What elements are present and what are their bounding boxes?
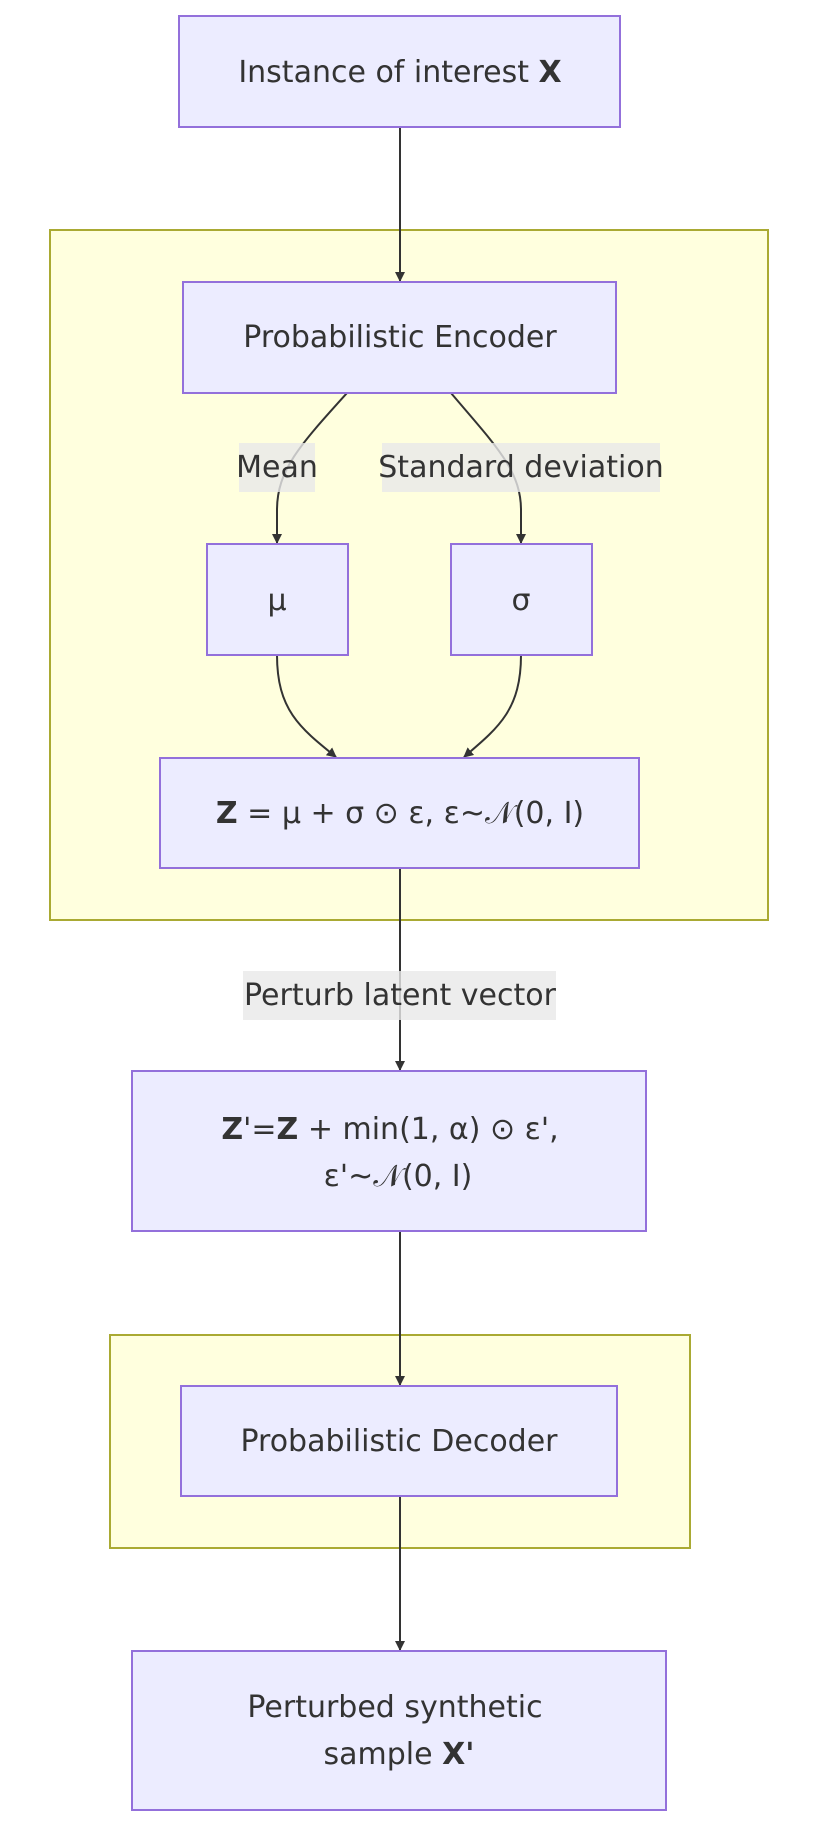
node-z-reparameterization: Z = μ + σ ⊙ ε, ε~𝒩(0, I) xyxy=(159,757,640,869)
node-sigma-text: σ xyxy=(511,583,530,618)
node-output-line1: Perturbed synthetic xyxy=(247,1690,542,1725)
node-sigma: σ xyxy=(450,543,593,656)
node-output-line2: sample X' xyxy=(324,1737,475,1772)
node-mu: μ xyxy=(206,543,349,656)
edge-label-mean-text: Mean xyxy=(236,450,318,485)
node-decoder-text: Probabilistic Decoder xyxy=(240,1424,558,1459)
node-z-text: Z = μ + σ ⊙ ε, ε~𝒩(0, I) xyxy=(216,796,584,831)
node-probabilistic-encoder: Probabilistic Encoder xyxy=(182,281,617,394)
edge-mu-to-z xyxy=(276,654,337,758)
edge-label-standard-deviation: Standard deviation xyxy=(378,443,664,492)
node-probabilistic-decoder: Probabilistic Decoder xyxy=(180,1385,618,1497)
node-encoder-text: Probabilistic Encoder xyxy=(243,320,557,355)
node-instance-of-interest: Instance of interest X xyxy=(178,15,621,128)
edge-sigma-to-z xyxy=(463,654,522,758)
node-instance-text: Instance of interest X xyxy=(238,55,561,90)
node-perturbed-synthetic-sample: Perturbed synthetic sample X' xyxy=(131,1650,667,1811)
node-perturb-line2: ε'~𝒩(0, I) xyxy=(324,1159,473,1194)
edge-label-perturb-text: Perturb latent vector xyxy=(244,978,557,1013)
node-mu-text: μ xyxy=(267,583,286,618)
edge-label-std-text: Standard deviation xyxy=(378,450,663,485)
node-perturb-latent: Z'=Z + min(1, α) ⊙ ε', ε'~𝒩(0, I) xyxy=(131,1070,647,1232)
edge-label-perturb: Perturb latent vector xyxy=(243,971,557,1020)
edge-label-mean: Mean xyxy=(236,443,318,492)
node-perturb-line1: Z'=Z + min(1, α) ⊙ ε', xyxy=(221,1112,558,1147)
